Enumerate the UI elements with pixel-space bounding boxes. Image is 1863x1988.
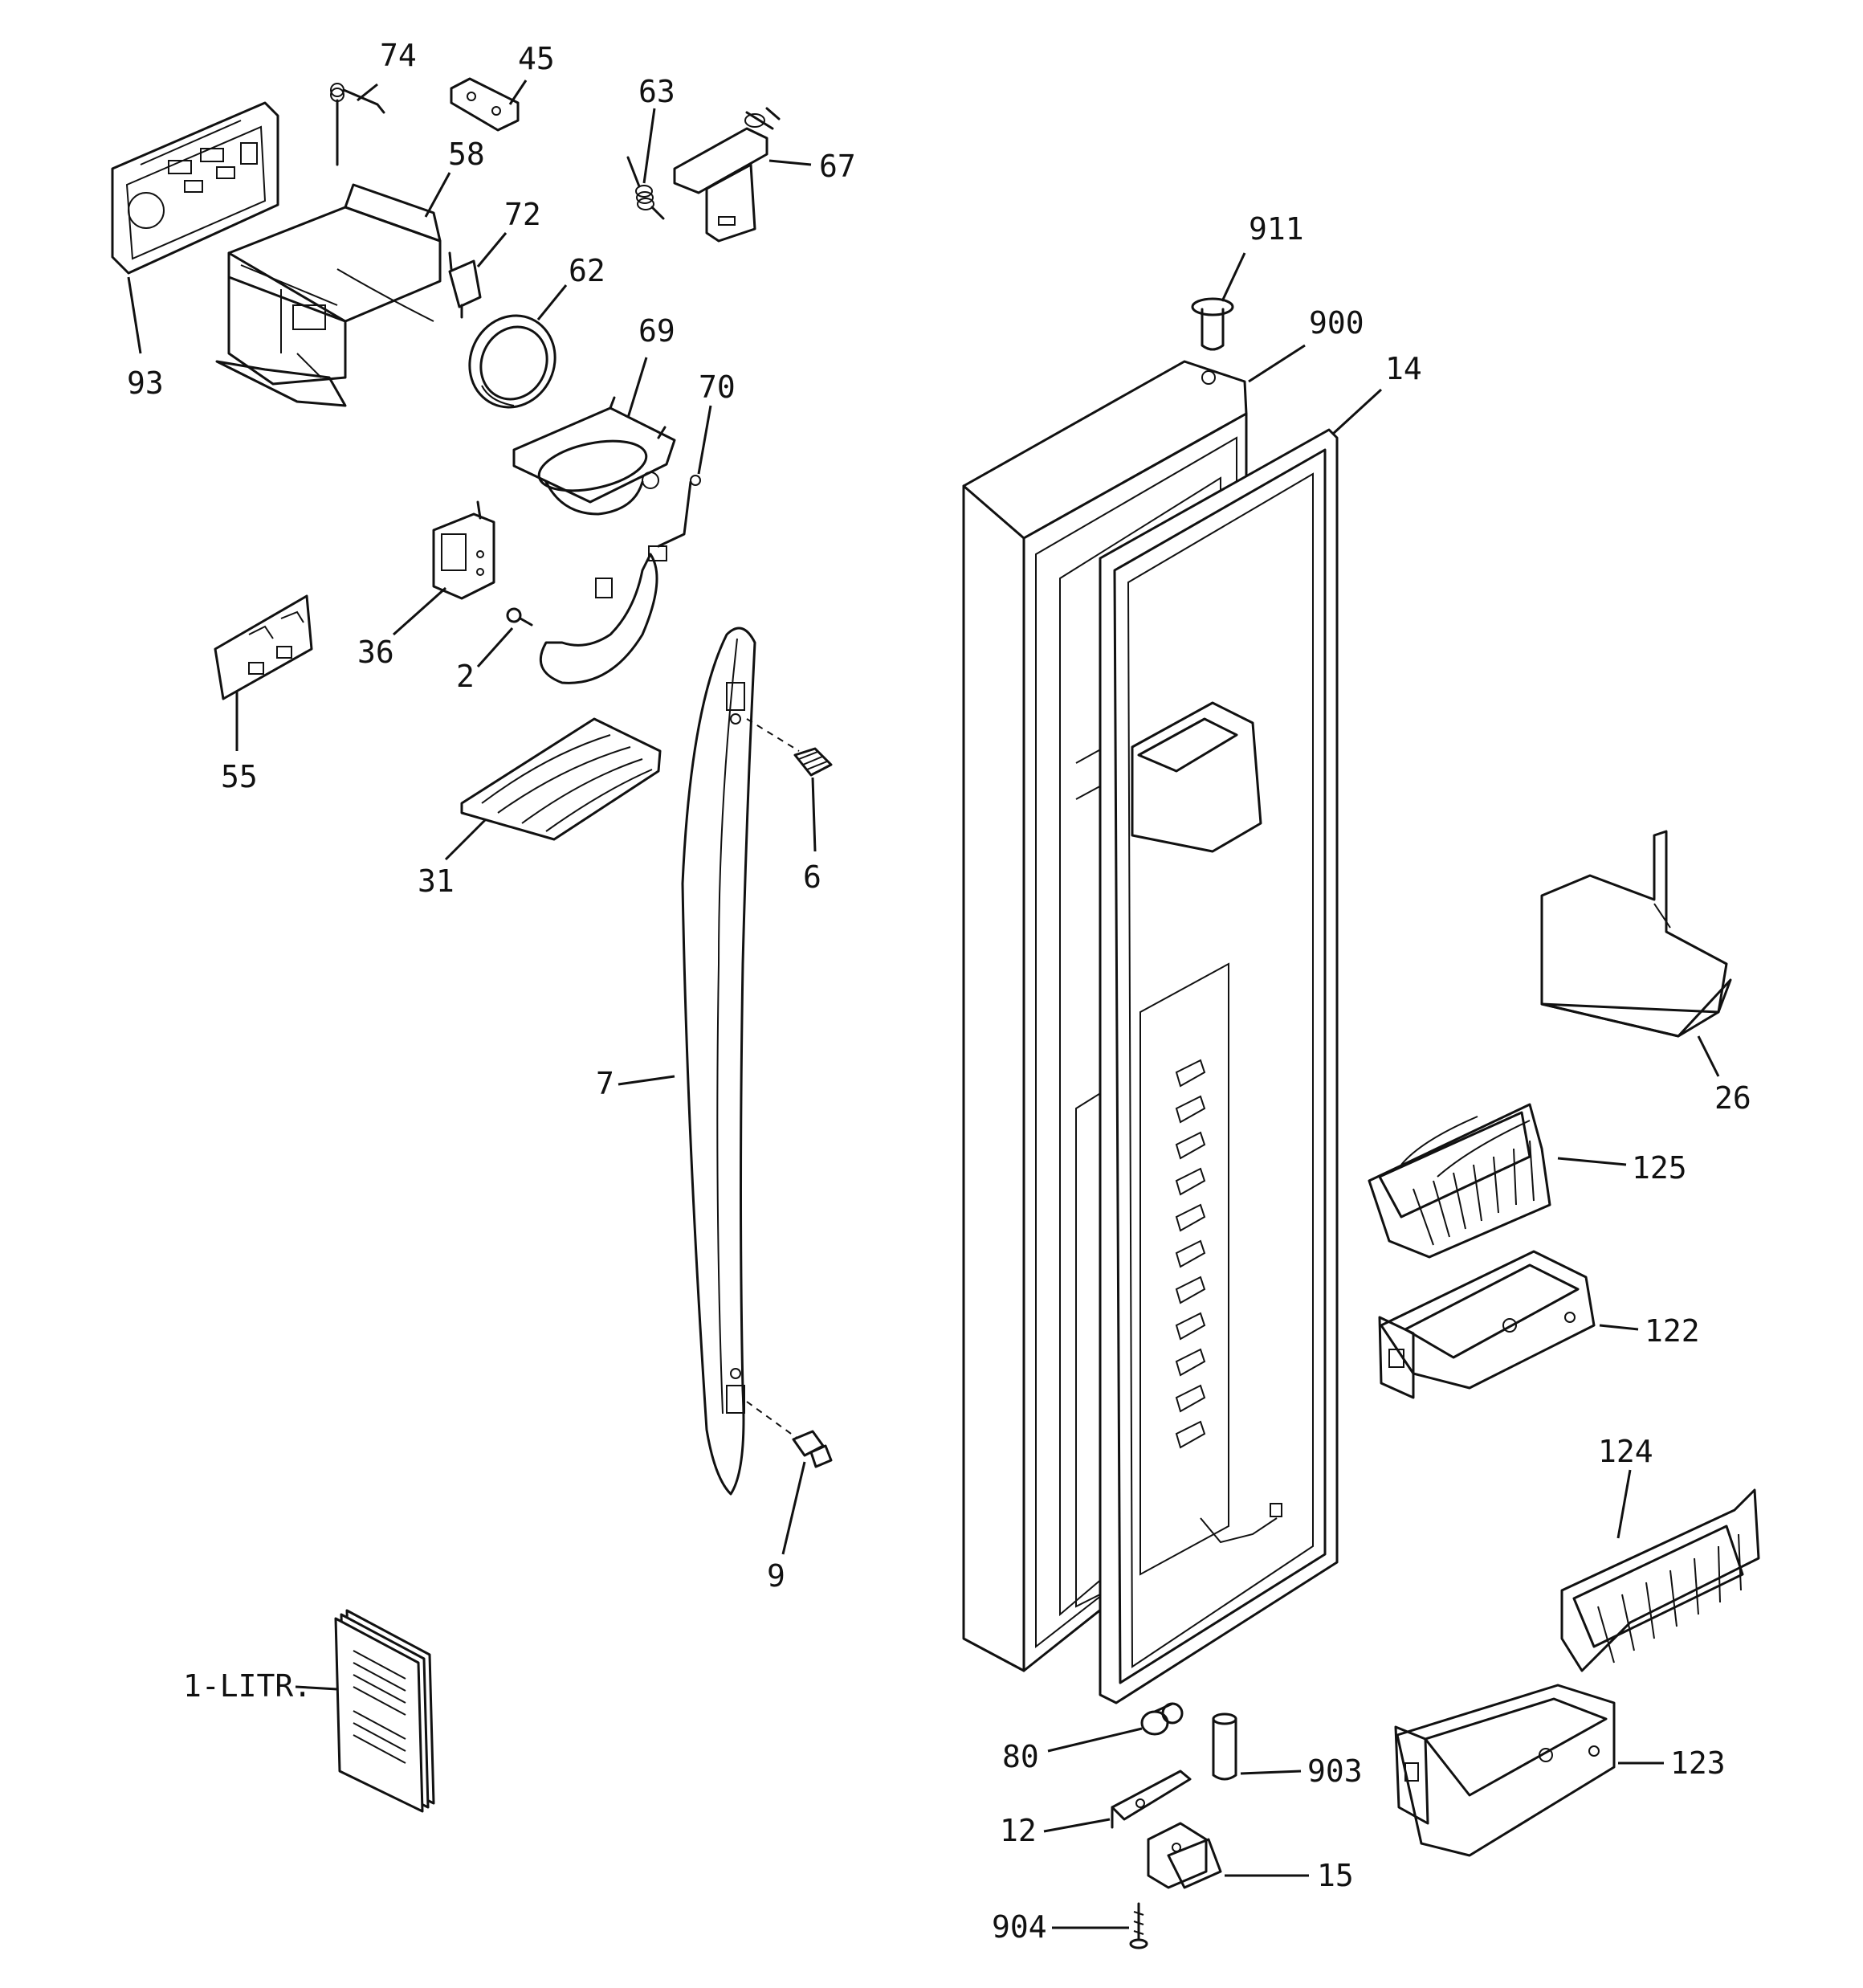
part-36-bracket — [432, 500, 495, 600]
part-70-lever-arm — [539, 475, 701, 684]
callout-58: 58 — [448, 137, 485, 172]
callout-15: 15 — [1317, 1858, 1354, 1893]
part-15-hinge-bracket — [1147, 1822, 1222, 1889]
callout-55: 55 — [221, 759, 258, 794]
part-903-bushing — [1212, 1712, 1237, 1781]
callout-9: 9 — [767, 1558, 785, 1594]
callout-7: 7 — [596, 1066, 614, 1101]
part-67-actuator — [673, 107, 781, 243]
callout-31: 31 — [418, 863, 455, 899]
callout-labels: 74 45 63 67 58 72 62 93 69 70 911 900 14… — [127, 38, 1751, 1945]
part-125-wire-basket — [1368, 1103, 1551, 1259]
callout-62: 62 — [569, 253, 605, 288]
callout-26: 26 — [1714, 1080, 1751, 1116]
callout-80: 80 — [1002, 1739, 1039, 1774]
part-1-litr-manual — [334, 1609, 435, 1813]
callout-904: 904 — [992, 1909, 1047, 1945]
part-7-handle — [681, 627, 756, 1496]
callout-900: 900 — [1309, 305, 1364, 341]
callout-123: 123 — [1670, 1745, 1726, 1781]
callout-12: 12 — [1000, 1813, 1037, 1848]
callout-67: 67 — [819, 149, 856, 184]
part-26-cover — [1540, 830, 1732, 1038]
callout-45: 45 — [518, 41, 555, 76]
part-14-door-gasket — [1099, 428, 1339, 1704]
callout-6: 6 — [803, 859, 821, 895]
part-31-drip-tray — [460, 717, 662, 841]
callout-122: 122 — [1645, 1313, 1700, 1349]
part-69-chute-cup — [512, 396, 676, 516]
callout-14: 14 — [1385, 351, 1422, 386]
part-904-screw — [1129, 1902, 1148, 1949]
part-55-switch-plate — [214, 594, 313, 700]
callout-1-litr: 1-LITR. — [183, 1668, 312, 1704]
callout-911: 911 — [1249, 211, 1304, 247]
callout-124: 124 — [1598, 1434, 1653, 1469]
part-93-control-board — [111, 101, 279, 275]
part-124-wire-basket — [1560, 1488, 1760, 1672]
leader-lines — [127, 80, 1720, 1929]
part-122-door-bin — [1378, 1250, 1596, 1399]
part-58-dispenser-housing — [215, 183, 442, 407]
callout-903: 903 — [1307, 1753, 1363, 1789]
part-911-cap — [1191, 297, 1234, 351]
part-62-ring — [468, 314, 556, 409]
callout-72: 72 — [504, 197, 541, 232]
callout-69: 69 — [638, 313, 675, 349]
door-bin-clips — [1175, 1059, 1206, 1449]
part-12-hinge-plate — [1111, 1770, 1192, 1829]
part-2-screw — [506, 607, 533, 627]
callout-2: 2 — [456, 659, 475, 694]
callout-70: 70 — [699, 369, 736, 405]
part-72-switch — [448, 251, 482, 319]
part-123-door-bin — [1394, 1684, 1616, 1857]
callout-74: 74 — [380, 38, 417, 73]
part-9-bushing — [746, 1401, 833, 1468]
callout-36: 36 — [357, 635, 394, 670]
callout-125: 125 — [1632, 1150, 1687, 1186]
part-80-plug — [1140, 1702, 1184, 1736]
part-74-spring — [330, 83, 385, 166]
part-6-bushing — [746, 718, 833, 777]
part-45-bracket — [450, 77, 520, 132]
callout-63: 63 — [638, 74, 675, 109]
part-63-spring — [626, 156, 665, 220]
callout-93: 93 — [127, 365, 164, 401]
